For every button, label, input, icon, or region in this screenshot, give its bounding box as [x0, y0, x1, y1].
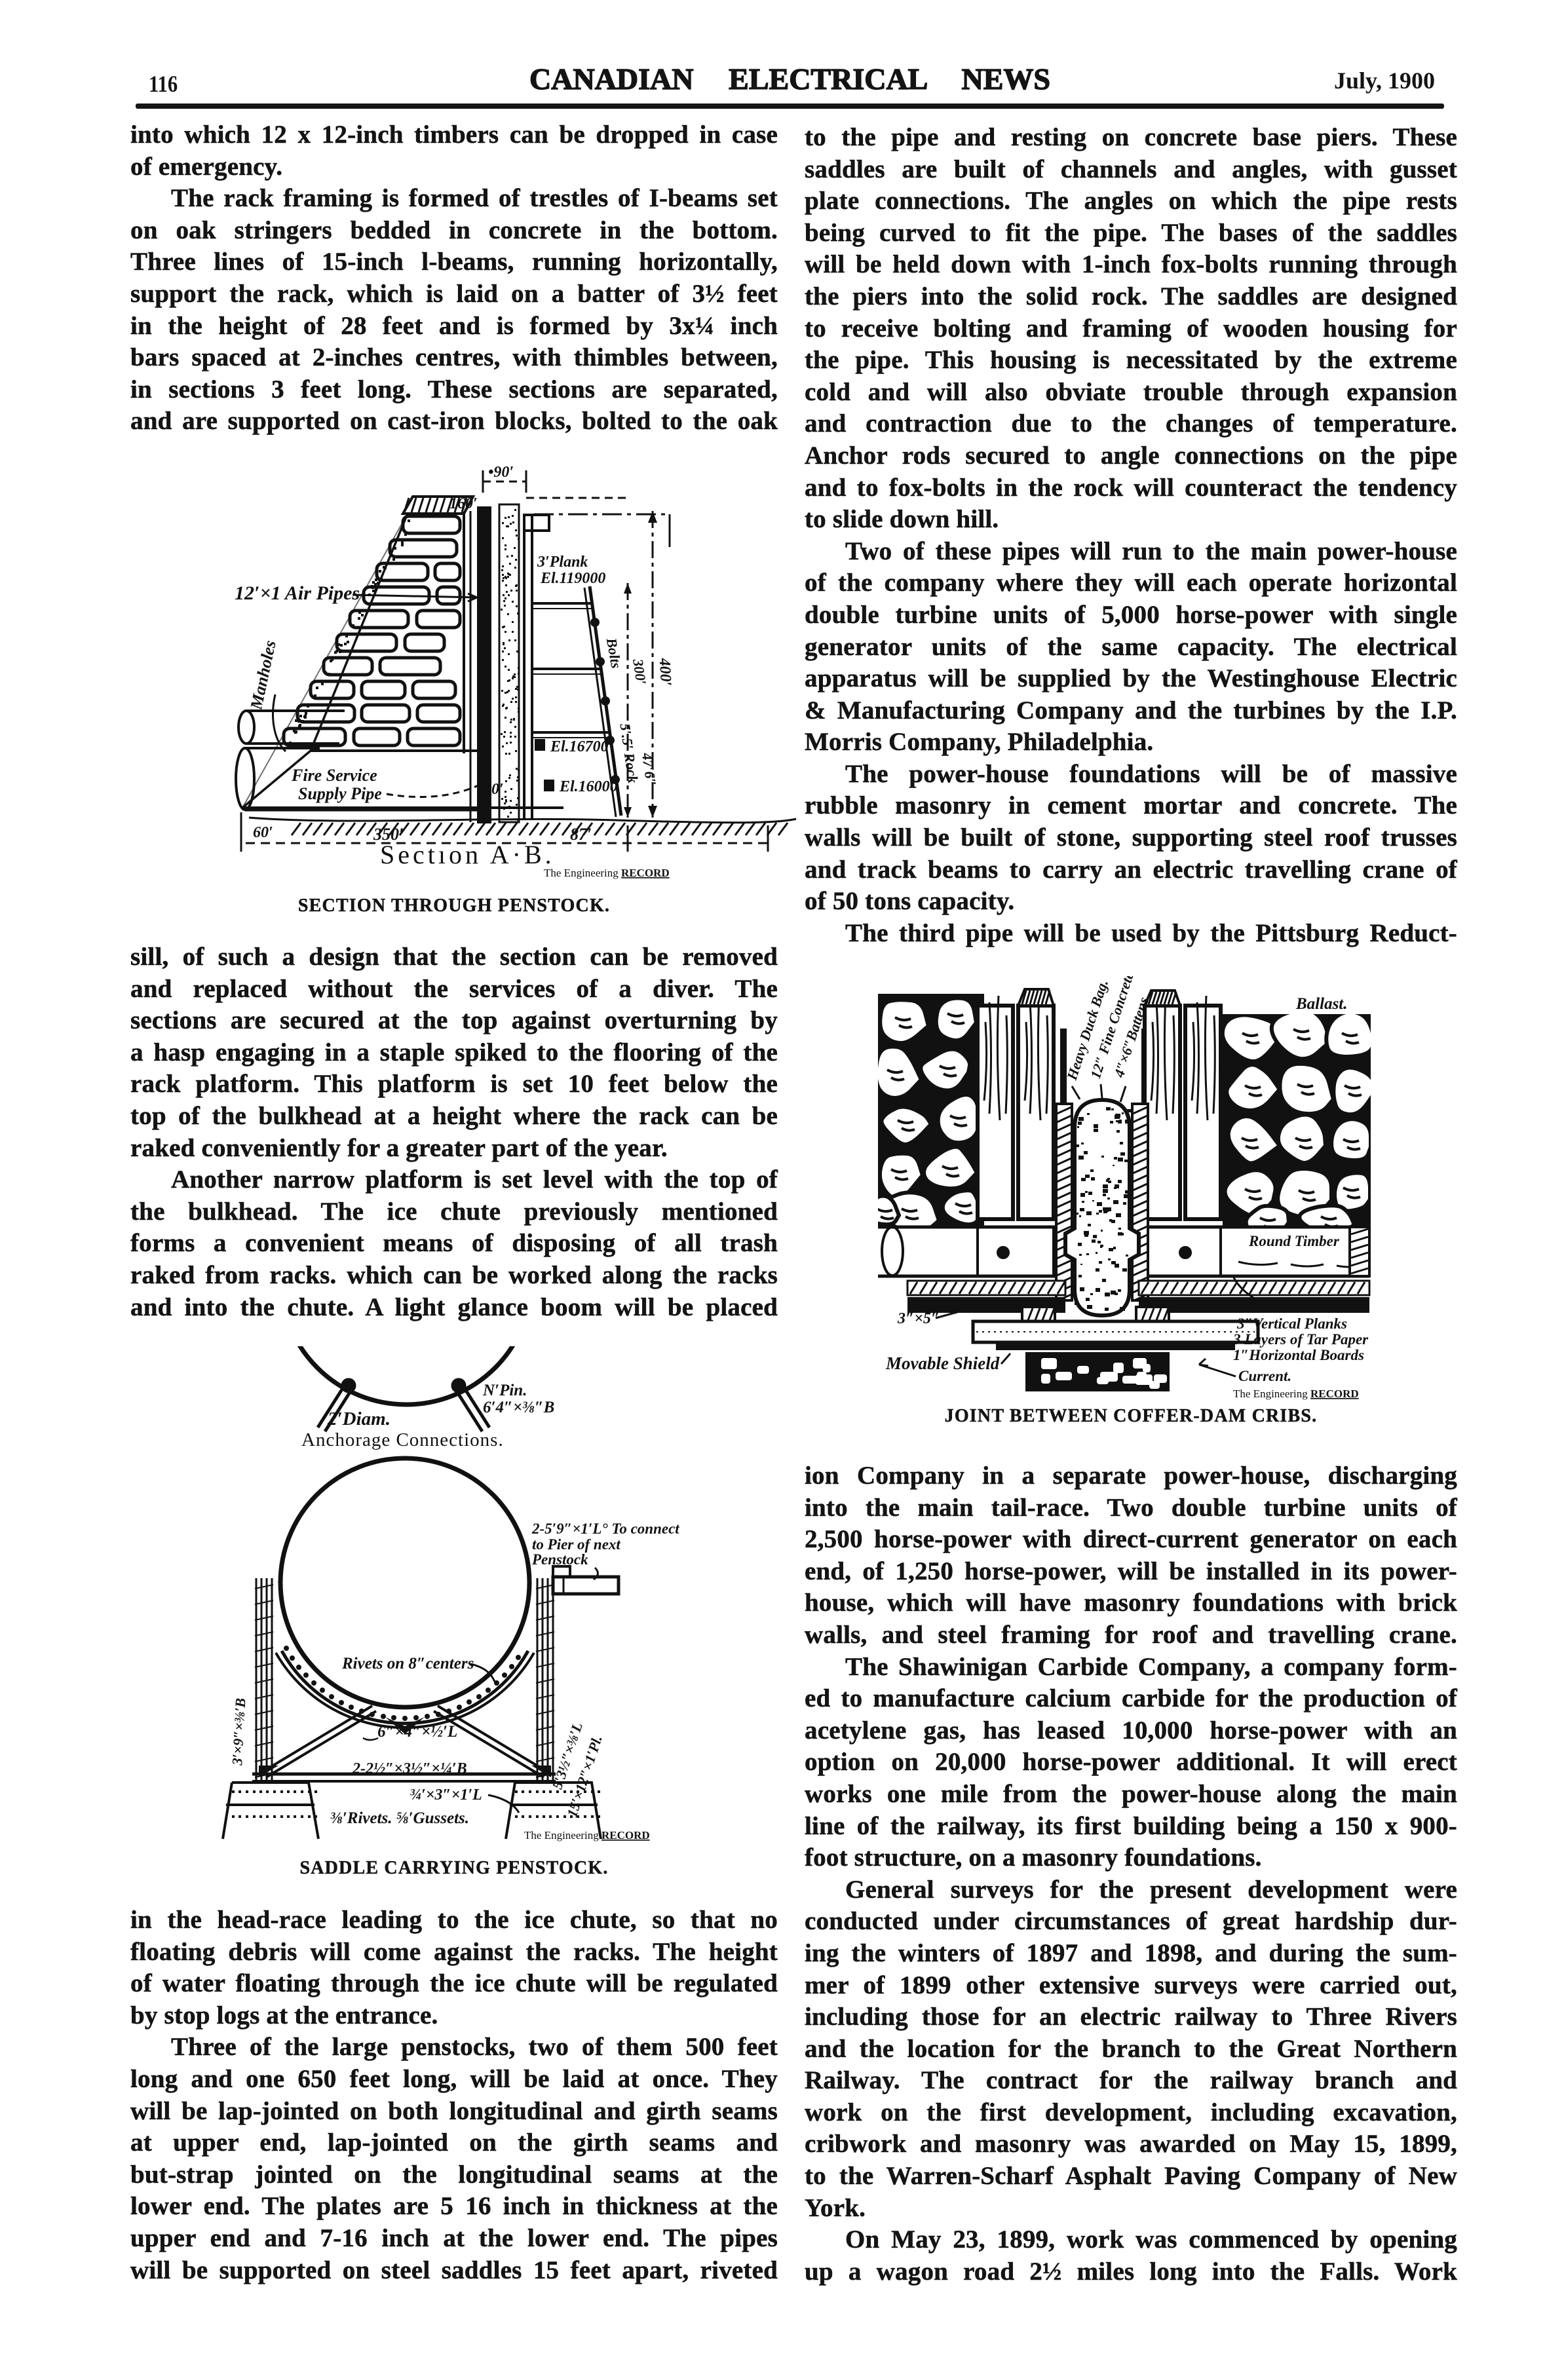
svg-text:6′4″×⅜″B: 6′4″×⅜″B — [483, 1399, 554, 1416]
svg-text:•90′: •90′ — [488, 464, 514, 481]
svg-text:Current.: Current. — [1238, 1368, 1291, 1384]
svg-text:2-5′9″×1′L° To connect: 2-5′9″×1′L° To connect — [531, 1521, 679, 1537]
svg-text:60′: 60′ — [253, 824, 273, 841]
svg-text:‿6″×4″×½′L: ‿6″×4″×½′L — [362, 1723, 457, 1741]
svg-text:3 Layers of Tar Paper: 3 Layers of Tar Paper — [1232, 1331, 1369, 1348]
svg-text:⅜′Rivets. ⅝′Gussets.: ⅜′Rivets. ⅝′Gussets. — [330, 1809, 469, 1827]
svg-text:Anchorage Connections.: Anchorage Connections. — [301, 1429, 504, 1450]
svg-text:¾′×3″×1′L: ¾′×3″×1′L — [410, 1786, 482, 1804]
svg-text:The Engineering RECORD: The Engineering RECORD — [544, 867, 670, 879]
svg-text:5′.5′ Rock: 5′.5′ Rock — [617, 723, 641, 784]
svg-text:Ballast.: Ballast. — [1295, 995, 1348, 1013]
svg-text:400′: 400′ — [656, 657, 674, 687]
svg-text:2′Diam.: 2′Diam. — [327, 1408, 391, 1429]
svg-text:The Engineering RECORD: The Engineering RECORD — [524, 1829, 650, 1842]
svg-text:Round Timber: Round Timber — [1248, 1233, 1340, 1249]
svg-text:El.119000: El.119000 — [540, 570, 605, 587]
svg-text:The Engineering RECORD: The Engineering RECORD — [1233, 1388, 1359, 1400]
svg-text:Fire Service: Fire Service — [291, 766, 377, 785]
svg-text:3″Vertical Planks: 3″Vertical Planks — [1236, 1315, 1347, 1332]
svg-text:87′: 87′ — [570, 825, 592, 844]
svg-text:Supply Pipe: Supply Pipe — [298, 784, 382, 803]
svg-text:Bolts: Bolts — [603, 636, 625, 670]
svg-text:12′×1 Air Pipes: 12′×1 Air Pipes — [235, 582, 360, 604]
svg-text:160′: 160′ — [449, 495, 478, 512]
svg-text:3′Plank: 3′Plank — [537, 554, 588, 571]
svg-text:Rivets on 8″centers: Rivets on 8″centers — [341, 1655, 474, 1672]
svg-text:20′: 20′ — [483, 781, 504, 798]
svg-text:Penstock: Penstock — [531, 1551, 588, 1568]
svg-text:El.16000: El.16000 — [559, 778, 618, 795]
svg-text:2-2½″×3½″×¼′B: 2-2½″×3½″×¼′B — [352, 1760, 467, 1777]
svg-text:3′×9″×⅜′B: 3′×9″×⅜′B — [229, 1697, 248, 1766]
svg-text:N′Pin.: N′Pin. — [482, 1382, 527, 1399]
svg-text:350′: 350′ — [373, 825, 404, 844]
svg-text:Movable Shield: Movable Shield — [885, 1353, 1000, 1373]
svg-text:Sectıon A·B.: Sectıon A·B. — [380, 840, 555, 869]
svg-text:300′: 300′ — [630, 657, 649, 685]
svg-text:El.16700: El.16700 — [550, 738, 609, 755]
svg-text:to Pier of next: to Pier of next — [532, 1536, 620, 1553]
svg-text:3″×5″: 3″×5″ — [897, 1310, 940, 1327]
svg-text:47′6″: 47′6″ — [639, 751, 660, 787]
svg-text:1″Horizontal Boards: 1″Horizontal Boards — [1233, 1347, 1364, 1363]
